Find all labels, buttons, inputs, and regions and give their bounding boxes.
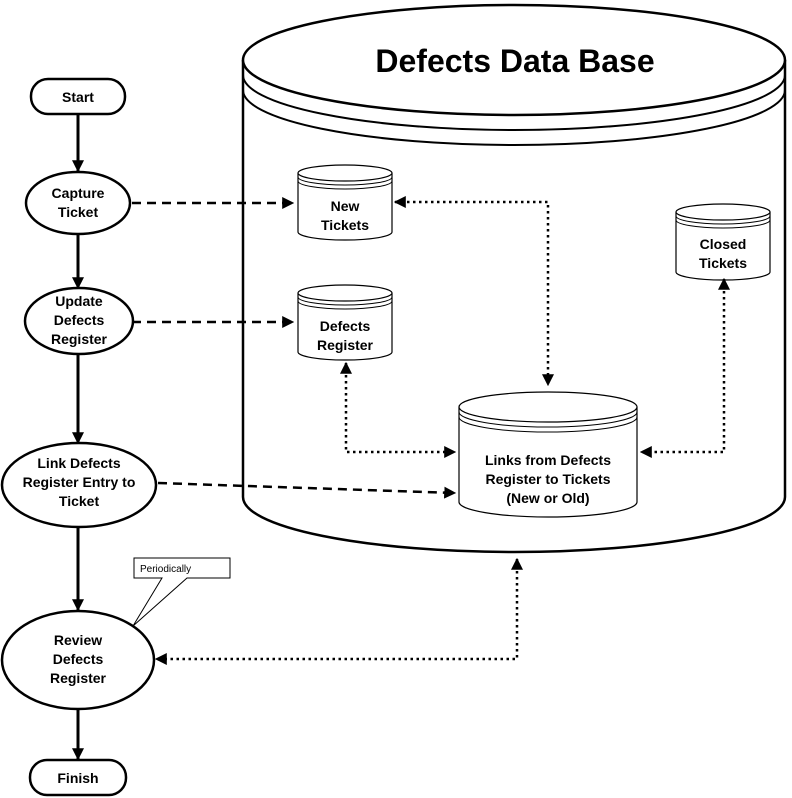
node-link-label-1: Link Defects [37, 455, 120, 471]
database-title: Defects Data Base [375, 43, 654, 79]
node-capture-ticket: Capture Ticket [24, 170, 132, 236]
store-links: Links from Defects Register to Tickets (… [458, 391, 638, 518]
node-review-label-3: Register [50, 670, 107, 686]
link-closed-tickets-to-links [639, 277, 730, 458]
store-defects-register-label-1: Defects [320, 318, 371, 334]
node-review-defects-register: Review Defects Register [0, 609, 156, 711]
node-update-label-1: Update [55, 293, 103, 309]
node-capture-label-1: Capture [52, 185, 105, 201]
node-review-label-1: Review [54, 632, 102, 648]
store-closed-tickets-label-1: Closed [700, 236, 747, 252]
store-new-tickets-label-1: New [331, 198, 360, 214]
node-review-label-2: Defects [53, 651, 104, 667]
store-defects-register-label-2: Register [317, 337, 374, 353]
node-update-label-3: Register [51, 331, 108, 347]
store-links-label-1: Links from Defects [485, 452, 611, 468]
node-start: Start [29, 77, 127, 116]
callout-text: Periodically [140, 564, 191, 575]
node-capture-label-2: Ticket [58, 204, 99, 220]
node-link-label-3: Ticket [59, 493, 100, 509]
node-link-label-2: Register Entry to [23, 474, 136, 490]
node-update-defects-register: Update Defects Register [23, 286, 135, 356]
store-links-label-2: Register to Tickets [485, 471, 610, 487]
callout-periodically: Periodically [132, 557, 231, 627]
node-update-label-2: Defects [54, 312, 105, 328]
node-start-label: Start [62, 89, 94, 105]
store-defects-register: Defects Register [297, 284, 393, 361]
store-new-tickets: New Tickets [297, 164, 393, 241]
store-links-label-3: (New or Old) [506, 490, 589, 506]
node-link-defects-register: Link Defects Register Entry to Ticket [0, 441, 158, 529]
store-closed-tickets-label-2: Tickets [699, 255, 747, 271]
arrow-link-to-links-store [157, 481, 457, 499]
node-finish-label: Finish [57, 770, 98, 786]
store-closed-tickets: Closed Tickets [675, 203, 771, 281]
node-finish: Finish [28, 758, 128, 797]
store-new-tickets-label-2: Tickets [321, 217, 369, 233]
